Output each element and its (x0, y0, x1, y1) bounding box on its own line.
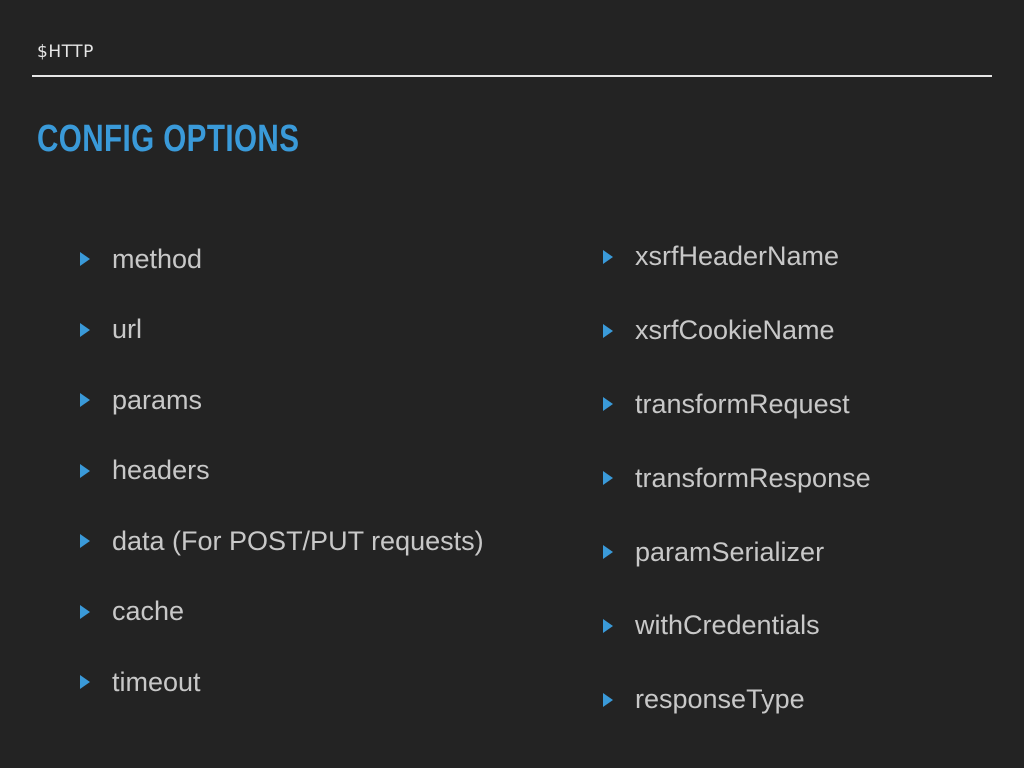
triangle-right-icon (80, 322, 90, 337)
left-option-list: method url params headers data (For POST… (80, 224, 484, 718)
list-item: params (80, 365, 484, 436)
list-item: xsrfCookieName (603, 294, 871, 368)
list-item-label: params (112, 384, 203, 415)
list-item: transformRequest (603, 368, 871, 442)
triangle-right-icon (603, 471, 613, 486)
triangle-right-icon (603, 692, 613, 707)
list-item-label: paramSerializer (635, 536, 825, 567)
list-item: cache (80, 577, 484, 648)
list-item: responseType (603, 663, 871, 737)
list-item: paramSerializer (603, 515, 871, 589)
triangle-right-icon (603, 618, 613, 633)
list-item: headers (80, 436, 484, 507)
triangle-right-icon (80, 393, 90, 408)
list-item: method (80, 224, 484, 295)
triangle-right-icon (80, 675, 90, 690)
list-item: url (80, 295, 484, 366)
triangle-right-icon (603, 545, 613, 560)
list-item-label: transformRequest (635, 388, 850, 419)
section-label: $HTTP (37, 42, 94, 62)
list-item: xsrfHeaderName (603, 220, 871, 294)
list-item-label: headers (112, 455, 210, 486)
list-item-label: responseType (635, 684, 805, 715)
list-item-label: timeout (112, 666, 201, 697)
triangle-right-icon (80, 463, 90, 478)
list-item-label: data (For POST/PUT requests) (112, 525, 484, 556)
triangle-right-icon (80, 604, 90, 619)
slide-title: CONFIG OPTIONS (37, 118, 300, 160)
triangle-right-icon (603, 249, 613, 264)
list-item: data (For POST/PUT requests) (80, 506, 484, 577)
list-item-label: method (112, 243, 203, 274)
triangle-right-icon (80, 252, 90, 267)
list-item-label: transformResponse (635, 462, 871, 493)
list-item-label: url (112, 314, 143, 345)
list-item-label: xsrfHeaderName (635, 241, 840, 272)
triangle-right-icon (80, 534, 90, 549)
triangle-right-icon (603, 397, 613, 412)
header-divider (32, 75, 992, 77)
triangle-right-icon (603, 323, 613, 338)
list-item-label: cache (112, 596, 185, 627)
list-item: transformResponse (603, 441, 871, 515)
right-option-list: xsrfHeaderName xsrfCookieName transformR… (603, 220, 871, 737)
list-item-label: withCredentials (635, 610, 820, 641)
list-item: withCredentials (603, 589, 871, 663)
list-item-label: xsrfCookieName (635, 315, 835, 346)
list-item: timeout (80, 647, 484, 718)
